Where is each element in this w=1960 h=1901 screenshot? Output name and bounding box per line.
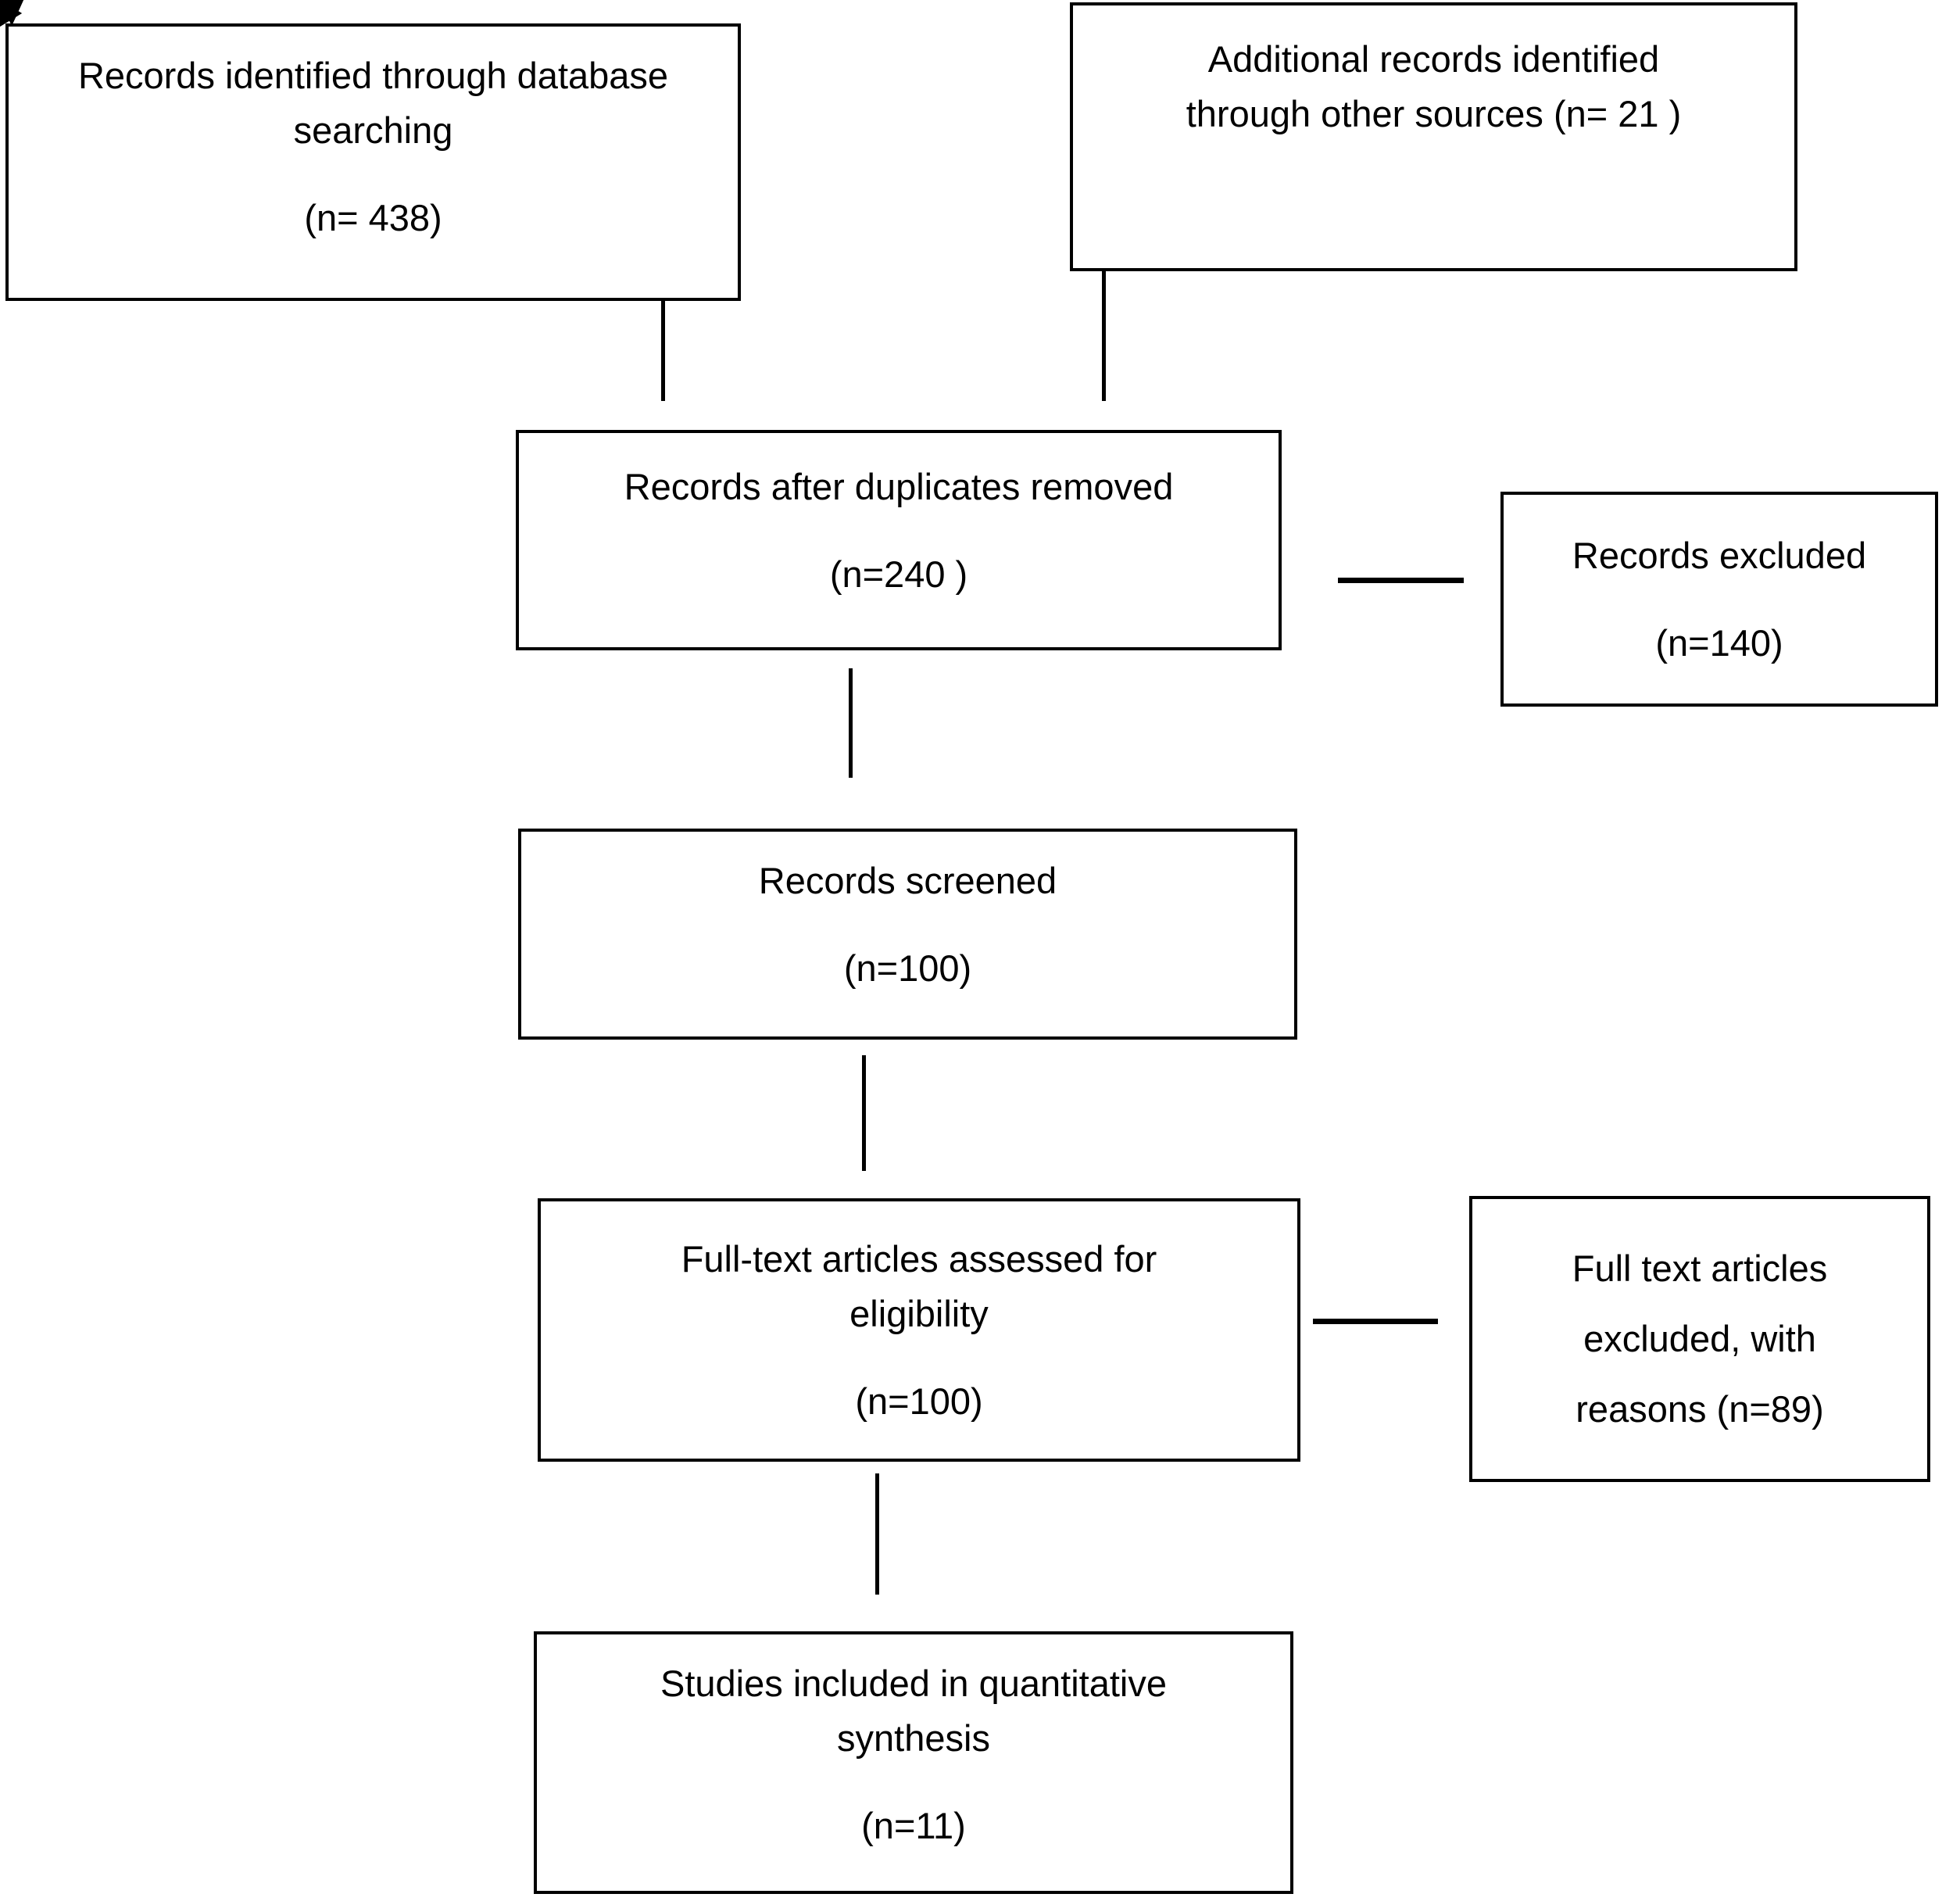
arrowhead-down-icon [0, 0, 23, 26]
box-fulltext-excluded-line: excluded, with [1583, 1318, 1816, 1359]
arrow-duplicates-right-line [1338, 578, 1464, 583]
arrow-duplicates-down-line [849, 668, 853, 778]
box-fulltext-assessed-line: Full-text articles assessed for [681, 1237, 1157, 1280]
box-fulltext-excluded: Full text articles excluded, with reason… [1469, 1196, 1930, 1482]
box-additional-records-line: through other sources (n= 21 ) [1186, 93, 1682, 134]
box-studies-included-count: (n=11) [861, 1805, 966, 1846]
box-additional-records: Additional records identified through ot… [1070, 2, 1797, 271]
box-records-identified: Records identified through database sear… [5, 23, 741, 301]
box-studies-included-line: Studies included in quantitative [660, 1663, 1167, 1704]
box-records-screened: Records screened (n=100) [518, 829, 1297, 1040]
box-duplicates-removed: Records after duplicates removed (n=240 … [516, 430, 1282, 650]
box-records-identified-line: searching [293, 109, 453, 151]
box-studies-included: Studies included in quantitative synthes… [534, 1631, 1293, 1894]
box-additional-records-line: Additional records identified [1207, 38, 1660, 80]
box-records-identified-line: Records identified through database [77, 55, 669, 96]
box-studies-included-line: synthesis [837, 1717, 990, 1759]
arrow-fulltext-right-line [1313, 1319, 1438, 1324]
box-fulltext-assessed-count: (n=100) [855, 1380, 983, 1422]
box-duplicates-removed-count: (n=240 ) [829, 553, 968, 595]
arrow-fulltext-down-line [875, 1473, 879, 1595]
box-fulltext-assessed-line: eligibility [849, 1292, 989, 1334]
box-fulltext-assessed: Full-text articles assessed for eligibil… [538, 1198, 1300, 1462]
box-fulltext-excluded-line: reasons (n=89) [1576, 1388, 1824, 1430]
box-records-identified-count: (n= 438) [304, 197, 442, 238]
box-records-screened-count: (n=100) [843, 947, 972, 989]
arrow-identified-line [661, 301, 665, 401]
box-records-screened-line: Records screened [758, 860, 1057, 901]
box-records-excluded-count: (n=140) [1655, 621, 1783, 664]
box-records-excluded: Records excluded (n=140) [1500, 492, 1938, 707]
arrow-additional-line [1102, 271, 1106, 401]
box-fulltext-excluded-line: Full text articles [1572, 1248, 1828, 1289]
arrow-screened-line [862, 1055, 866, 1171]
box-records-excluded-line: Records excluded [1572, 534, 1867, 576]
box-duplicates-removed-line: Records after duplicates removed [624, 466, 1174, 507]
